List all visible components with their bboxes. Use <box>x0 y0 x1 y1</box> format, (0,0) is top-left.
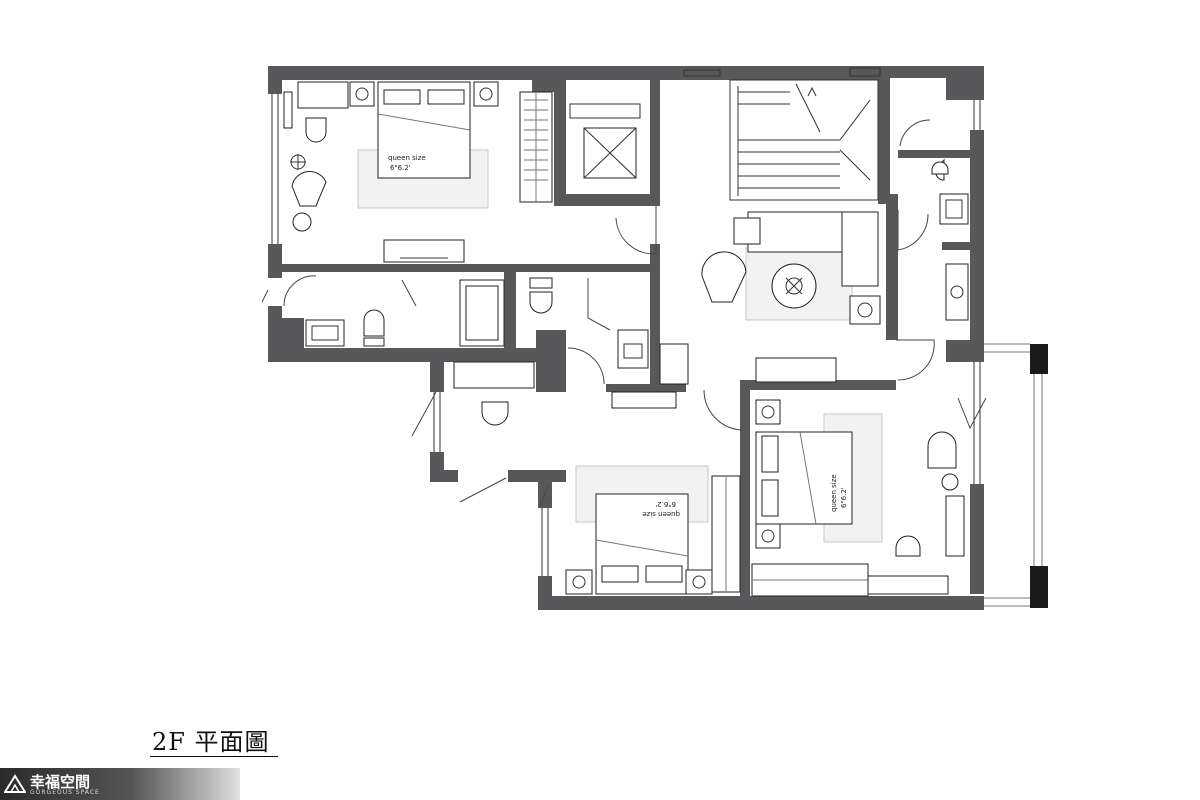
toilet-icon <box>363 309 385 347</box>
balcony <box>984 343 1043 607</box>
wardrobe-icon <box>751 563 949 597</box>
right-bedroom: queen size 6"6.2' <box>751 397 987 597</box>
bed-icon <box>755 431 853 525</box>
title-underline <box>150 756 278 757</box>
right-bathroom <box>897 119 969 321</box>
walls <box>268 66 1048 610</box>
brand-tagline: GORGEOUS SPACE <box>30 789 100 796</box>
tv-console-icon <box>383 239 465 263</box>
coffee-table-icon <box>771 263 817 309</box>
right-bed-dim: 6"6.2' <box>840 487 848 508</box>
stair-arrow-icon <box>729 79 879 201</box>
master-bed-dim: 6"6.2' <box>390 164 411 172</box>
bottom-bedroom: queen size 6"6.2' <box>565 465 741 595</box>
wardrobe-icon <box>711 475 741 593</box>
bed-icon <box>595 493 689 595</box>
sink-icon <box>305 319 345 347</box>
sink-icon <box>617 329 649 369</box>
right-bed-size: queen size <box>830 474 838 512</box>
sink-icon <box>939 193 969 225</box>
bed-icon <box>377 81 471 179</box>
logo-icon <box>4 774 26 793</box>
windows <box>271 67 981 576</box>
armchair-icon <box>701 251 747 303</box>
toilet-icon <box>529 277 553 314</box>
bathtub-icon <box>459 279 505 347</box>
bottom-bed-size: queen size <box>642 510 680 518</box>
middle-bathroom <box>529 277 689 385</box>
bottom-bed-dim: 6"6.2' <box>655 500 676 508</box>
brand-name: 幸福空間 <box>30 773 91 791</box>
brand-logo-bar: 幸福空間 GORGEOUS SPACE <box>0 768 240 800</box>
door-swing-icon <box>615 206 657 255</box>
living-room <box>701 211 881 383</box>
master-bed-size: queen size <box>388 154 426 162</box>
armchair-icon <box>291 171 327 232</box>
wardrobe-icon <box>519 91 553 203</box>
armchair-icon <box>927 431 959 491</box>
door-swing-icon <box>957 397 987 430</box>
hall <box>411 339 935 507</box>
plan-title-text: 2F 平面圖 <box>152 728 270 756</box>
plan-title: 2F 平面圖 <box>152 722 292 756</box>
lamp-icon <box>290 154 306 170</box>
master-bedroom: queen size 6"6.2' <box>283 81 657 263</box>
elevator-icon <box>569 103 641 179</box>
left-bathroom <box>261 275 505 347</box>
toilet-icon <box>931 158 949 181</box>
